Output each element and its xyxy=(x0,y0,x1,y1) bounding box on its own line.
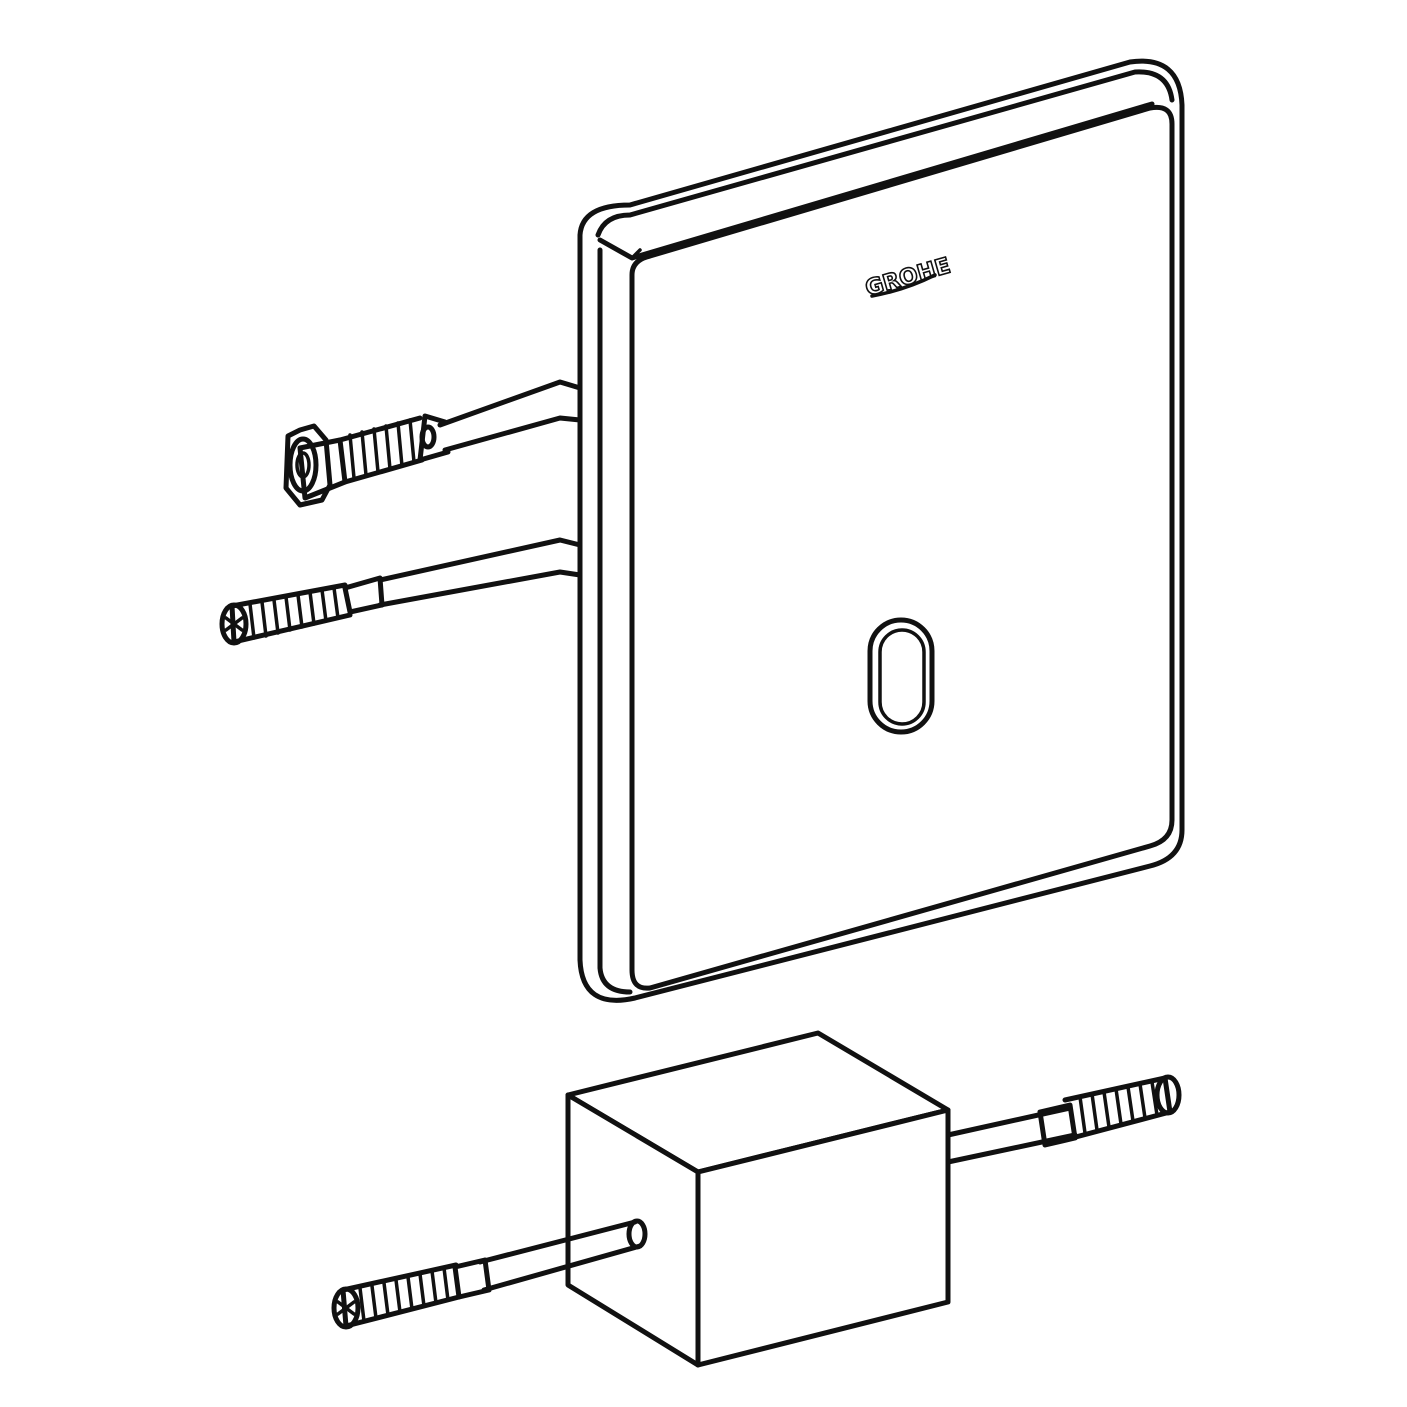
threaded-connector-lower xyxy=(219,575,385,646)
threaded-connector-upper xyxy=(283,413,451,508)
threaded-connector-left xyxy=(331,1257,492,1330)
threaded-connector-right xyxy=(1037,1074,1182,1148)
power-supply-box xyxy=(565,1030,951,1368)
sensor-window xyxy=(867,617,935,735)
cover-plate xyxy=(577,58,1185,1003)
box-cable-right xyxy=(945,1105,1078,1165)
box-cable-left xyxy=(477,1218,648,1293)
sensor-cable-upper xyxy=(437,379,593,453)
sensor-cable-lower xyxy=(377,537,592,608)
